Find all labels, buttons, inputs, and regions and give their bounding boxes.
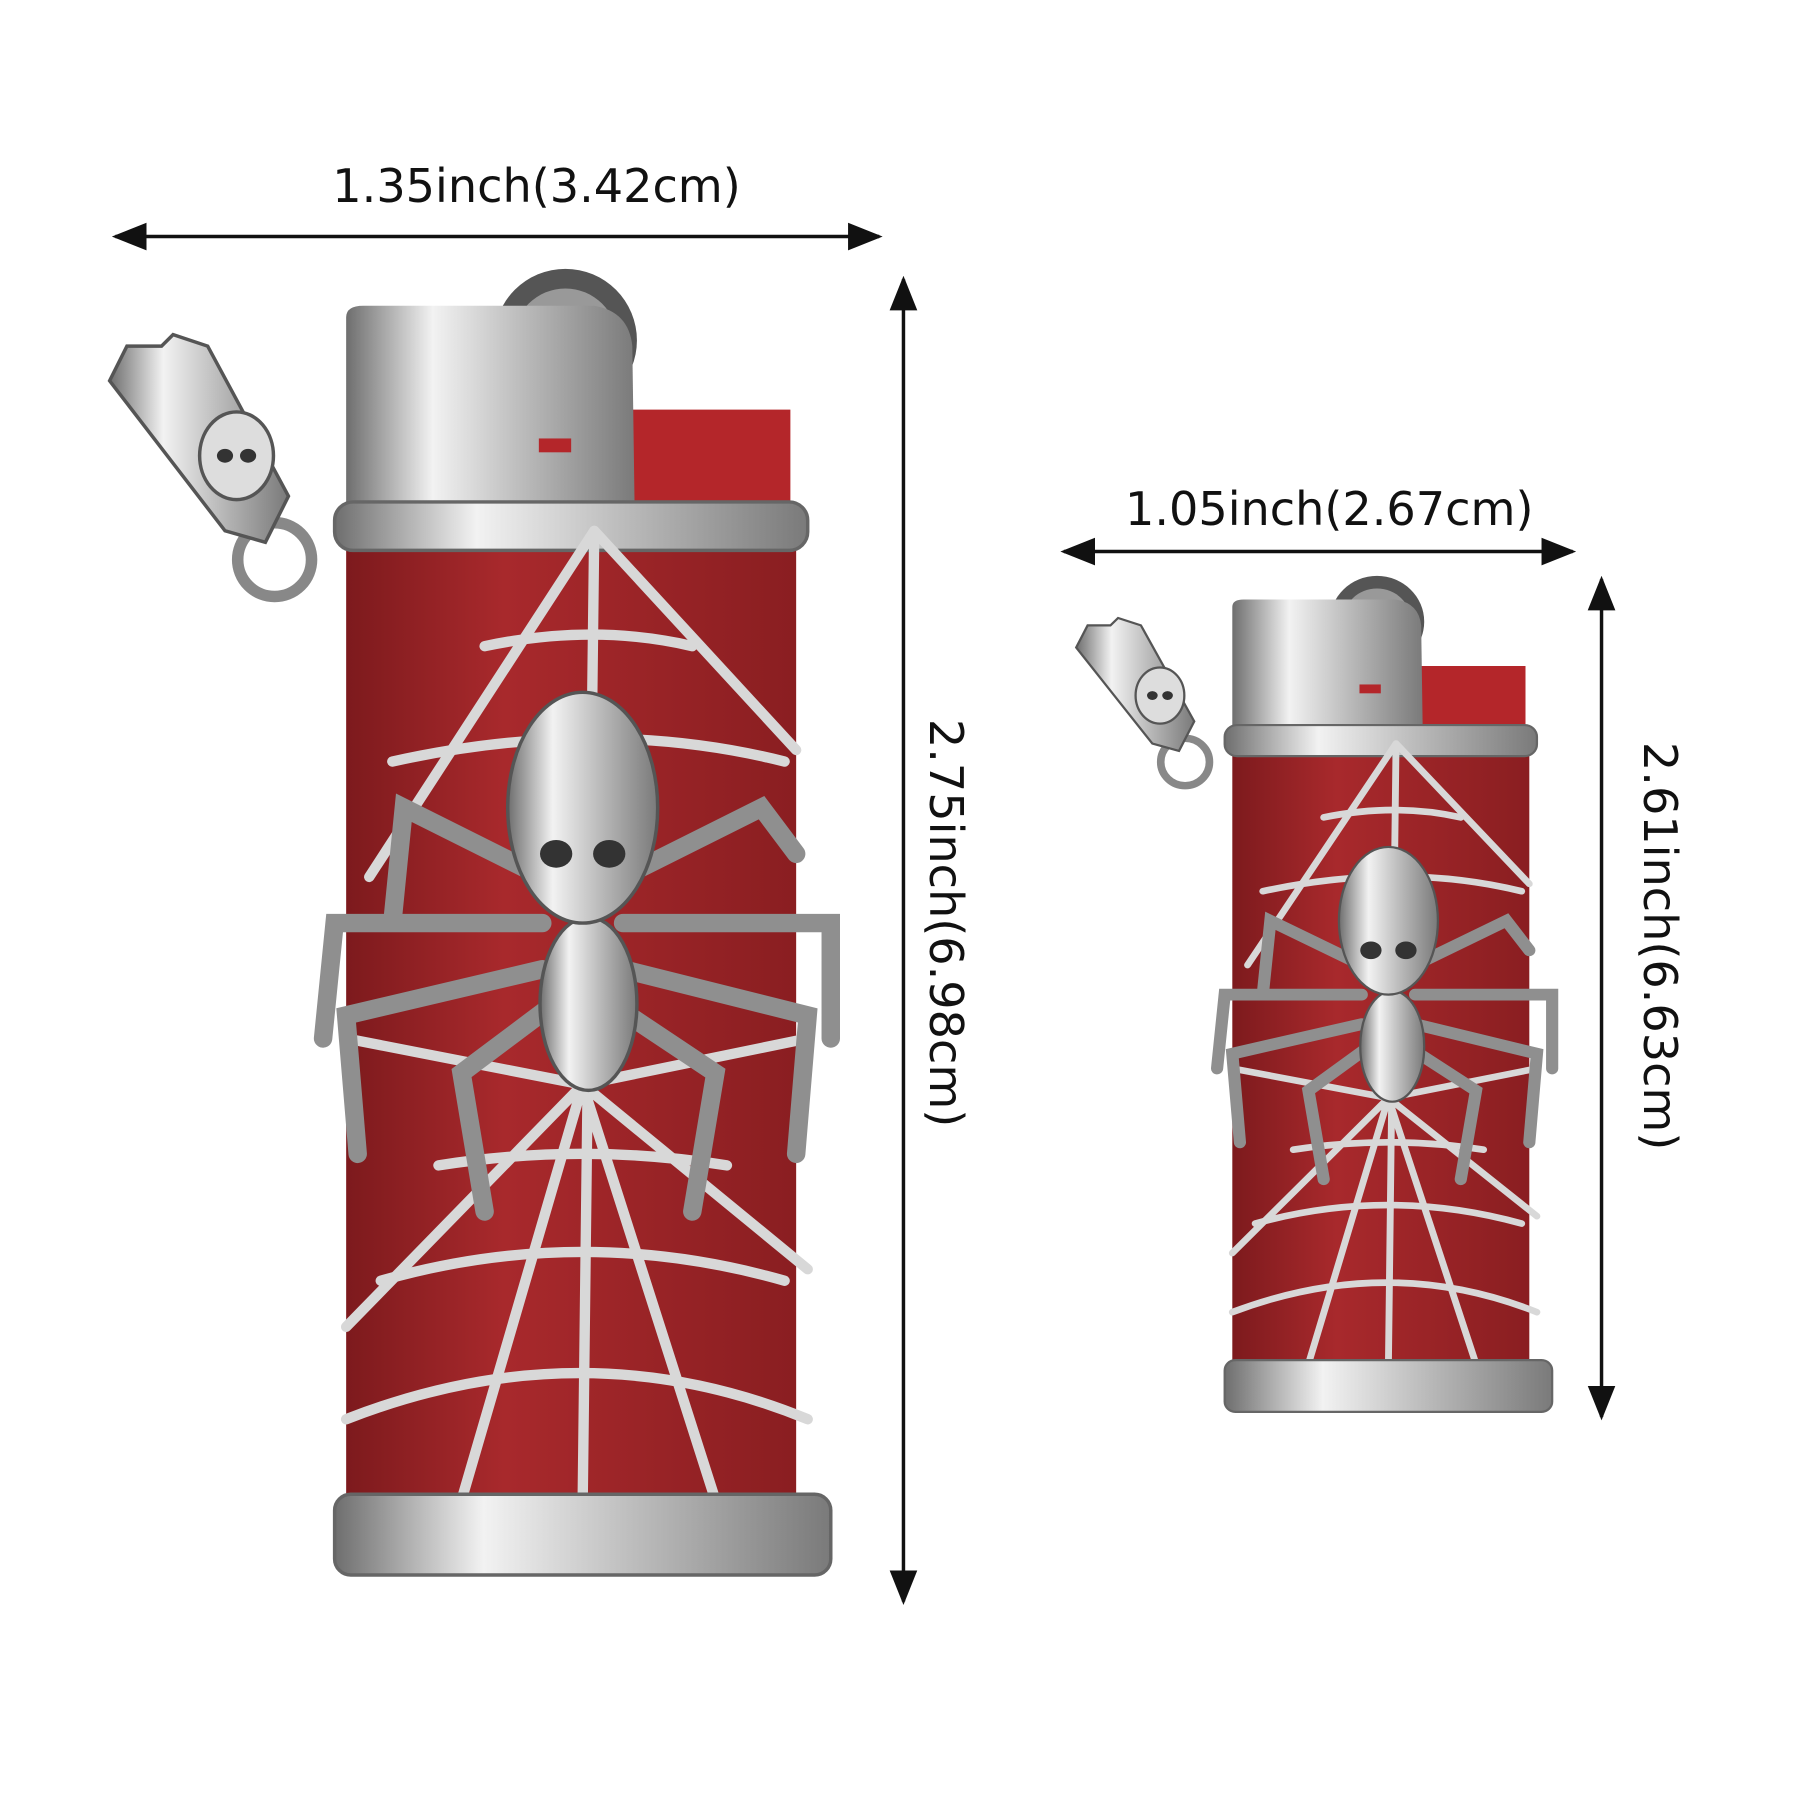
large-lighter-image <box>110 269 831 1575</box>
small-height-label: 2.61inch(6.63cm) <box>1633 742 1687 1150</box>
large-height-label: 2.75inch(6.98cm) <box>919 719 973 1127</box>
small-width-label: 1.05inch(2.67cm) <box>1125 482 1533 536</box>
small-lighter-image <box>1076 576 1552 1412</box>
large-width-label: 1.35inch(3.42cm) <box>332 159 740 213</box>
